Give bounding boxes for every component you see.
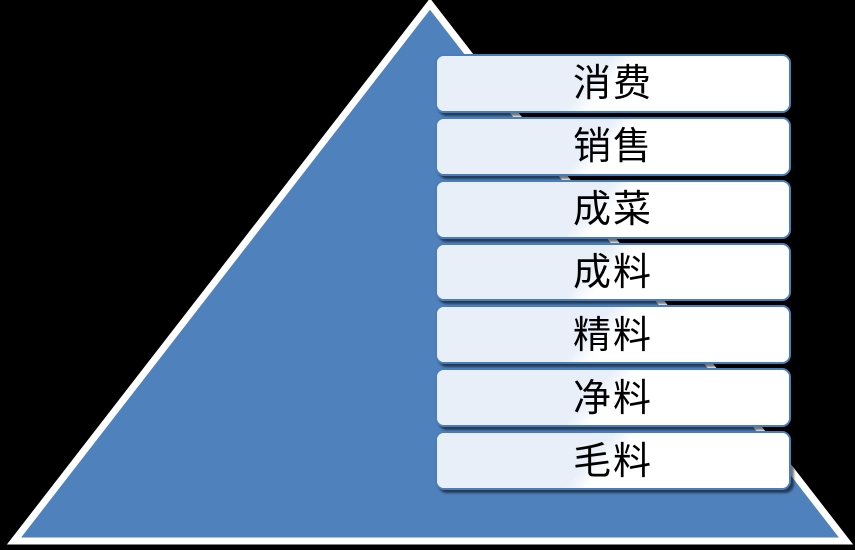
pyramid-level-3-label: 成菜 [572, 187, 653, 232]
pyramid-level-5-label: 精料 [572, 312, 653, 357]
pyramid-level-6-label: 净料 [572, 375, 653, 420]
pyramid-level-4[interactable]: 成料 [435, 242, 791, 302]
pyramid-level-2-label: 销售 [572, 124, 653, 169]
pyramid-level-1-label: 消费 [572, 61, 653, 106]
pyramid-level-5[interactable]: 精料 [435, 305, 791, 365]
pyramid-level-3[interactable]: 成菜 [435, 179, 791, 239]
pyramid-level-1[interactable]: 消费 [435, 54, 791, 113]
pyramid-level-stack: 消费 销售 成菜 成料 精料 净料 毛料 [435, 54, 791, 491]
pyramid-level-7-label: 毛料 [572, 438, 653, 483]
pyramid-level-2[interactable]: 销售 [435, 116, 791, 176]
pyramid-level-4-label: 成料 [572, 250, 653, 294]
pyramid-level-6[interactable]: 净料 [435, 368, 791, 428]
pyramid-level-7[interactable]: 毛料 [435, 431, 791, 491]
